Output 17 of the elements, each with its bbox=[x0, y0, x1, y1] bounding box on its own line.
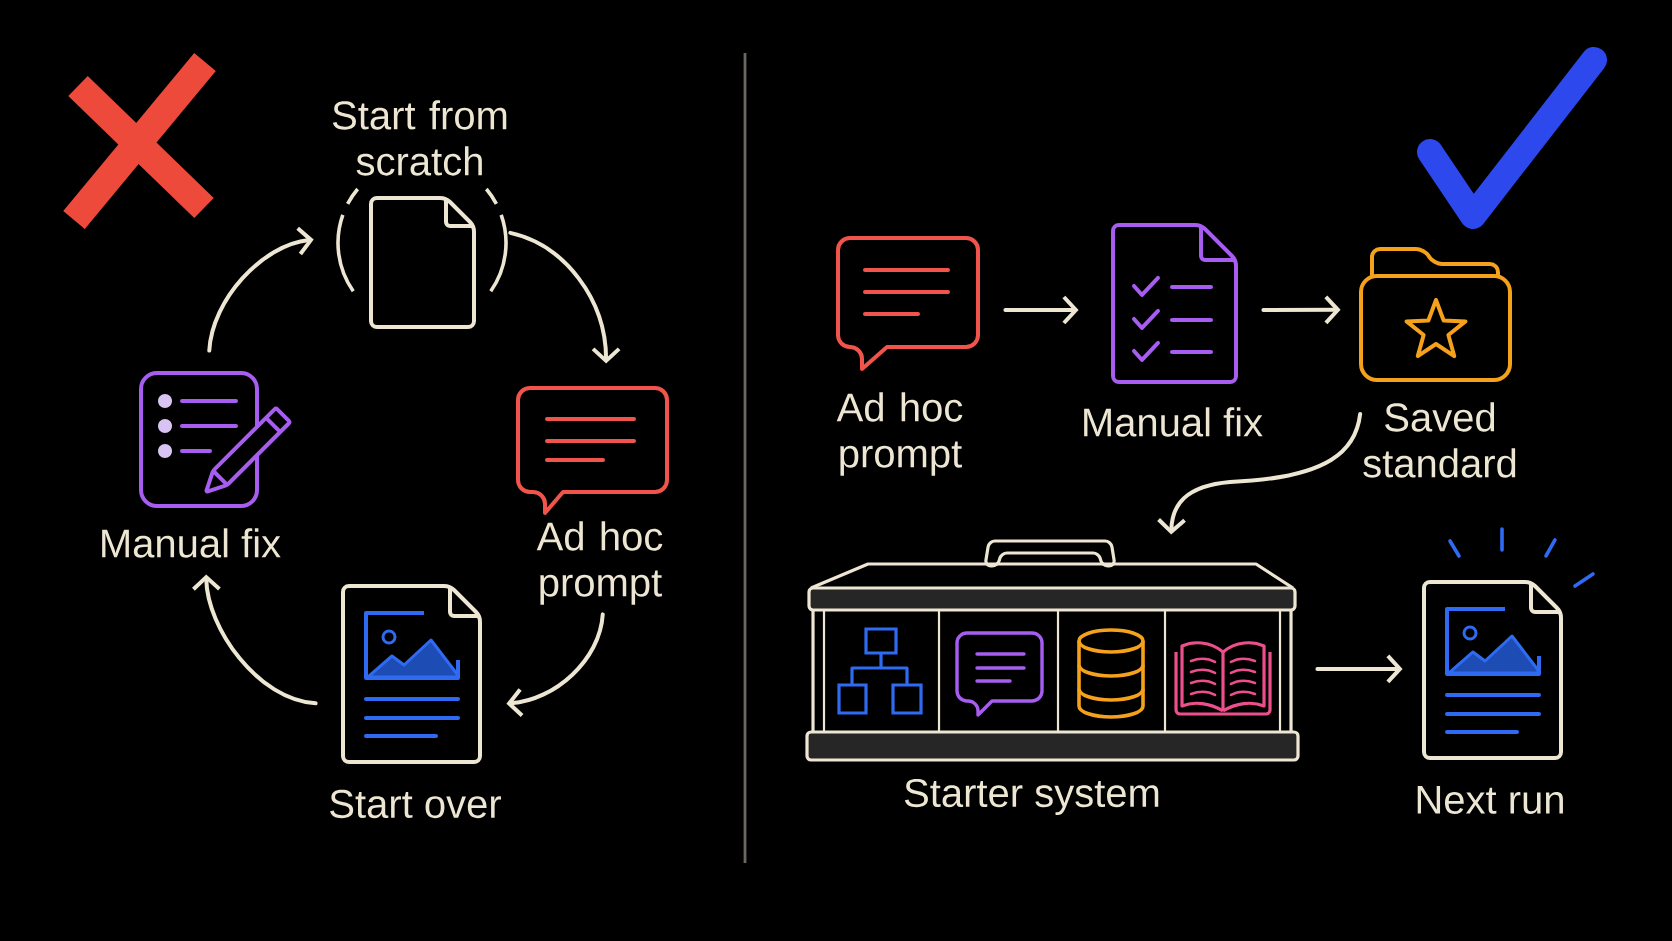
arrow bbox=[508, 230, 621, 364]
node-label: Start from scratch bbox=[332, 100, 507, 176]
node-label: Starter system bbox=[904, 778, 1159, 816]
arrow bbox=[1157, 412, 1363, 535]
node-label: Next run bbox=[1417, 786, 1563, 814]
node-label: Ad hoc prompt bbox=[536, 521, 663, 605]
node-label: Saved standard bbox=[1363, 402, 1516, 478]
arrow bbox=[1003, 295, 1079, 325]
arrow bbox=[192, 574, 318, 706]
arrow bbox=[506, 612, 605, 717]
node-label: Ad hoc prompt bbox=[836, 392, 963, 476]
node-label: Start over bbox=[330, 789, 501, 819]
arrow bbox=[1261, 295, 1341, 325]
arrow bbox=[207, 226, 314, 353]
arrow bbox=[1315, 654, 1403, 684]
node-label: Manual fix bbox=[1084, 407, 1263, 437]
node-label: Manual fix bbox=[102, 528, 281, 558]
